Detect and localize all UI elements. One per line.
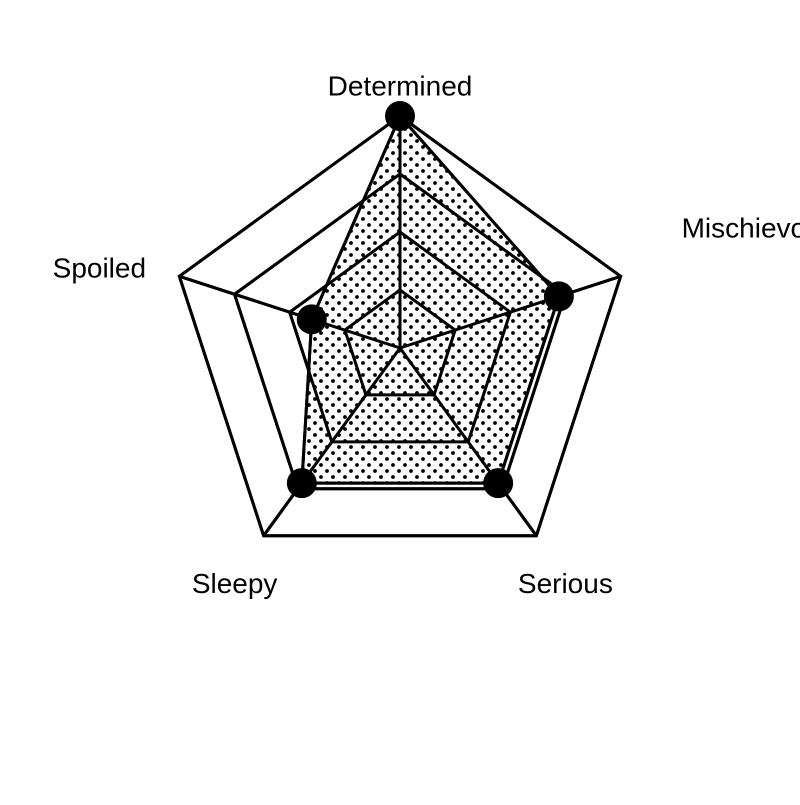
axis-label-determined: Determined (328, 70, 473, 101)
grid-ring-overlay-2 (287, 230, 513, 444)
axis-label-serious: Serious (518, 568, 613, 599)
radar-markers (286, 101, 574, 499)
series-outline-1 (300, 114, 561, 485)
axis-label-sleepy: Sleepy (192, 568, 278, 599)
grid-ring-overlay-1 (343, 288, 457, 397)
radar-series (177, 114, 623, 538)
axis-label-spoiled: Spoiled (53, 253, 146, 284)
data-point-spoiled (296, 304, 327, 335)
grid-ring-overlay-4 (177, 114, 623, 538)
radar-axis-labels: DeterminedMischievousSerious Sleepy Spoile… (53, 70, 800, 599)
data-point-sleepy (286, 468, 317, 499)
data-point-mischievous (543, 281, 574, 312)
data-point-determined (385, 101, 415, 131)
data-point-serious (483, 468, 514, 499)
axis-label-mischievous: Mischievous (682, 213, 800, 244)
